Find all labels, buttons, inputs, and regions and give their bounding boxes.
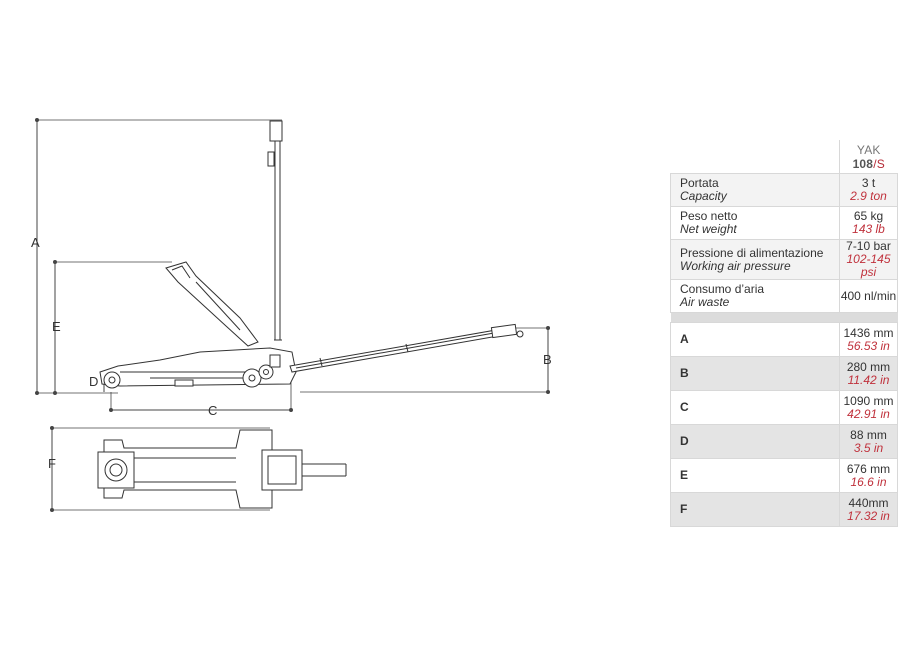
feature-label-it: Peso netto	[680, 209, 738, 223]
dimension-letter: C	[670, 390, 840, 425]
dimension-letter: D	[670, 424, 840, 459]
feature-label-it: Portata	[680, 176, 719, 190]
dimension-value-imperial: 42.91 in	[847, 406, 890, 421]
jack-top-view	[97, 429, 347, 509]
dimension-label-c: C	[208, 403, 217, 418]
feature-label-it: Pressione di alimentazione	[680, 245, 824, 260]
lifting-arm-raised	[165, 261, 259, 347]
dimension-value: 1090 mm	[843, 393, 894, 408]
feature-label-it: Consumo d’aria	[680, 282, 765, 296]
handle-upright-view	[267, 120, 283, 341]
dimension-letter: F	[670, 492, 840, 527]
feature-value: 7-10 bar	[846, 239, 891, 253]
dimension-value: 88 mm	[850, 427, 887, 442]
feature-value: 3 t	[861, 176, 876, 190]
feature-value: 400 nl/min	[840, 288, 897, 303]
dimension-value: 676 mm	[846, 461, 891, 476]
handle-lowered-view	[289, 323, 524, 373]
dimension-letter: A	[670, 322, 840, 357]
dimension-label-a: A	[31, 235, 40, 250]
dimension-label-e: E	[52, 319, 61, 334]
feature-label-en: Capacity	[680, 189, 727, 203]
dimension-value-imperial: 56.53 in	[847, 338, 890, 353]
feature-label-en: Air waste	[680, 295, 730, 309]
dimension-label-d: D	[89, 374, 98, 389]
dimension-letter: B	[670, 356, 840, 391]
feature-value-imperial: 102-145 psi	[846, 252, 891, 279]
jack-body-side	[99, 347, 297, 389]
dimension-value-imperial: 16.6 in	[850, 474, 887, 489]
feature-value: 65 kg	[853, 209, 884, 223]
model-suffix: /S	[873, 156, 885, 171]
dimension-label-b: B	[543, 352, 552, 367]
feature-value-imperial: 143 lb	[852, 222, 885, 236]
dimension-value-imperial: 11.42 in	[847, 372, 890, 387]
feature-value-imperial: 2.9 ton	[850, 189, 887, 203]
dimension-value: 1436 mm	[843, 325, 894, 340]
model-name: YAK 108/S	[839, 140, 898, 174]
feature-label-en: Working air pressure	[680, 258, 791, 273]
dimension-value-imperial: 3.5 in	[853, 440, 884, 455]
feature-label-en: Net weight	[680, 222, 737, 236]
dimension-value: 440mm	[848, 495, 889, 510]
dimension-value-imperial: 17.32 in	[847, 508, 890, 523]
dimension-value: 280 mm	[846, 359, 891, 374]
dimension-letter: E	[670, 458, 840, 493]
model-number: 108	[852, 156, 874, 171]
dimension-label-f: F	[48, 456, 56, 471]
